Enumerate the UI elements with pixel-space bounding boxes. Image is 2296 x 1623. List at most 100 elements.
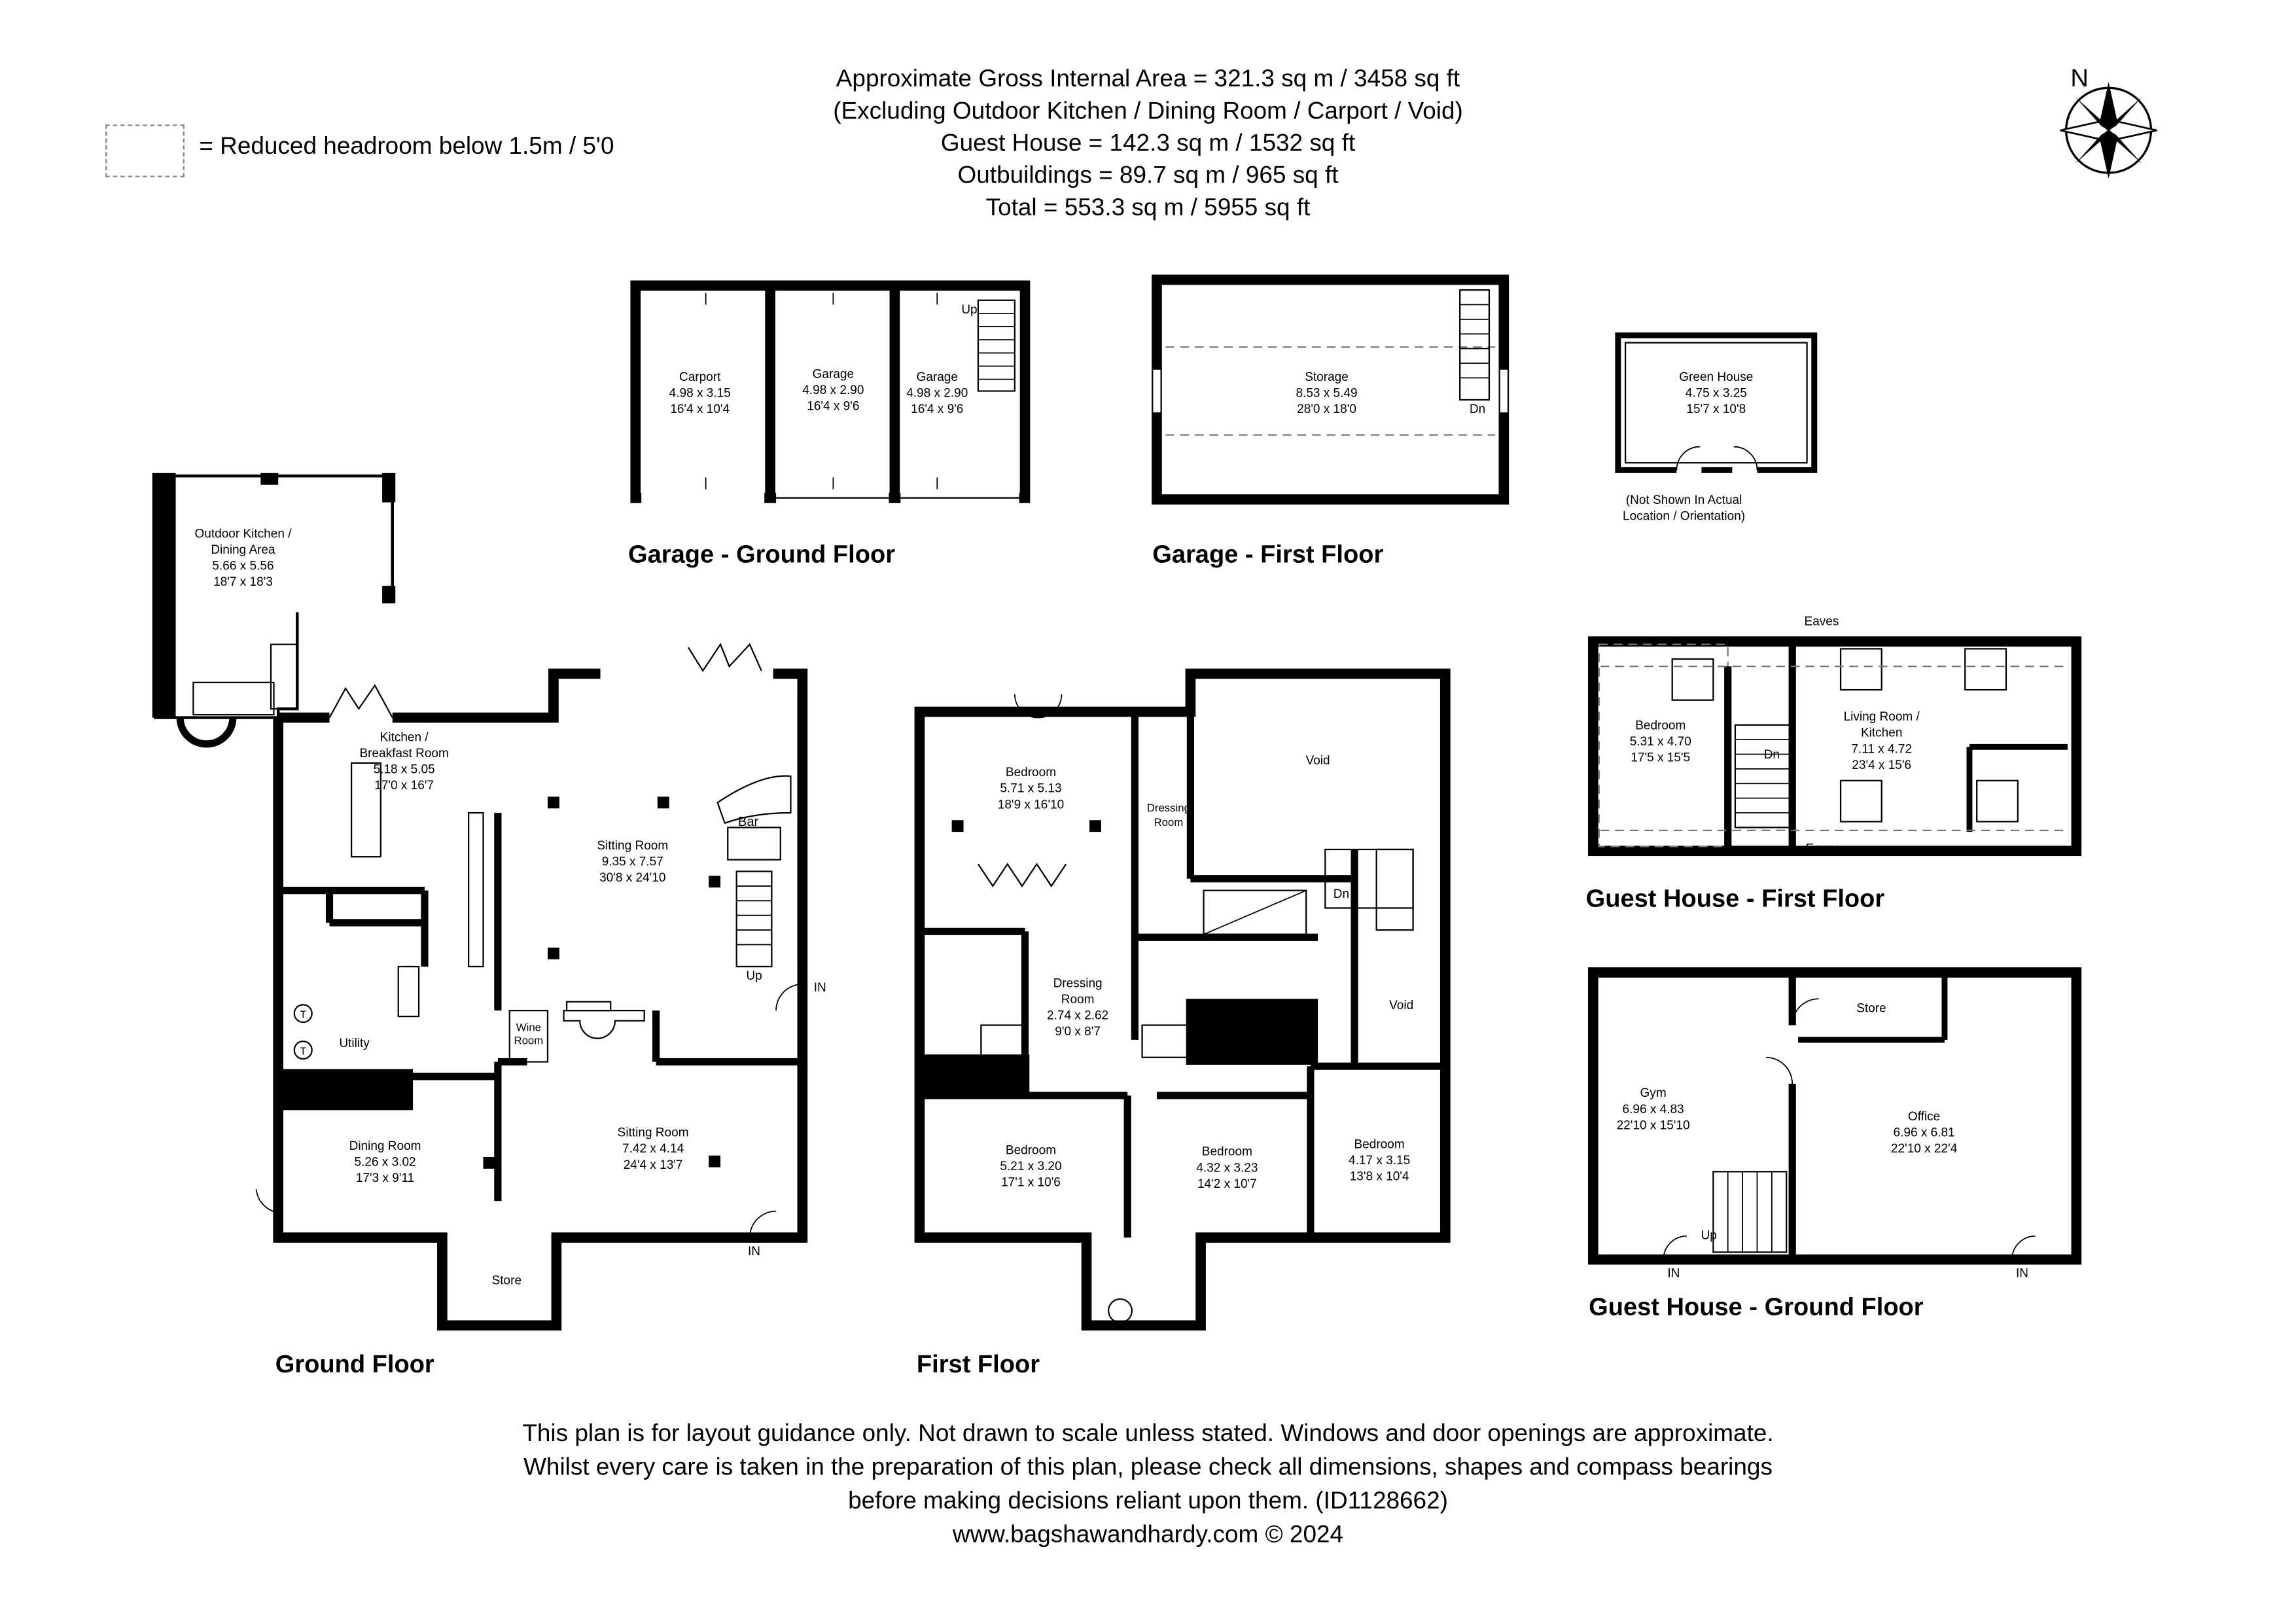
greenhouse-note-1: (Not Shown In Actual <box>1626 493 1742 507</box>
void-label-1: Void <box>1306 754 1330 768</box>
tumble-dryer-t2: T <box>300 1046 306 1057</box>
bedroom-4-imperial: 13'8 x 10'4 <box>1350 1170 1409 1184</box>
garage1-imperial: 16'4 x 9'6 <box>807 400 859 414</box>
kitchen-metric: 5.18 x 5.05 <box>374 763 435 777</box>
outdoor-kitchen-imperial: 18'7 x 18'3 <box>213 575 273 589</box>
guest-stair-up-label: Up <box>1701 1228 1716 1242</box>
garage1-label: Garage <box>813 367 854 381</box>
gym-metric: 6.96 x 4.83 <box>1623 1103 1684 1116</box>
outdoor-kitchen-label-1: Outdoor Kitchen / <box>194 527 292 541</box>
wine-room-label-2: Room <box>514 1035 544 1047</box>
sitting-room-2-label: Sitting Room <box>618 1126 689 1140</box>
bedroom-4-label: Bedroom <box>1354 1138 1405 1152</box>
garage-stair-up-label: Up <box>961 303 977 317</box>
eaves-label-top: Eaves <box>1805 615 1839 629</box>
garage-ground-floor-title: Garage - Ground Floor <box>628 540 896 569</box>
sitting-room-1-metric: 9.35 x 7.57 <box>602 855 663 869</box>
ground-floor-title: Ground Floor <box>275 1350 434 1378</box>
guest-bedroom-label: Bedroom <box>1635 719 1686 732</box>
tumble-dryer-t1: T <box>300 1009 306 1020</box>
dressing-room-2-imperial: 9'0 x 8'7 <box>1055 1025 1101 1039</box>
office-metric: 6.96 x 6.81 <box>1894 1126 1955 1140</box>
dining-room-imperial: 17'3 x 9'11 <box>356 1171 414 1185</box>
storage-metric: 8.53 x 5.49 <box>1296 386 1357 400</box>
guest-living-imperial: 23'4 x 15'6 <box>1852 758 1911 772</box>
office-imperial: 22'10 x 22'4 <box>1891 1142 1958 1156</box>
bedroom-2-metric: 5.21 x 3.20 <box>1000 1160 1061 1173</box>
bedroom-4-metric: 4.17 x 3.15 <box>1349 1154 1410 1168</box>
guest-stair-dn-label: Dn <box>1764 748 1780 762</box>
master-bedroom-metric: 5.71 x 5.13 <box>1000 782 1061 796</box>
outdoor-kitchen-metric: 5.66 x 5.56 <box>212 560 274 573</box>
website-copyright[interactable]: www.bagshawandhardy.com © 2024 <box>952 1522 1344 1548</box>
sitting-room-2-imperial: 24'4 x 13'7 <box>624 1158 683 1172</box>
dressing-room-2-metric: 2.74 x 2.62 <box>1047 1009 1108 1023</box>
bedroom-2-label: Bedroom <box>1006 1143 1056 1157</box>
first-floor-stair-dn-label: Dn <box>1333 887 1349 901</box>
void-label-2: Void <box>1389 999 1413 1012</box>
greenhouse-metric: 4.75 x 3.25 <box>1686 386 1747 400</box>
disclaimer-line-1: This plan is for layout guidance only. N… <box>522 1420 1774 1448</box>
compass-north-label: N <box>2070 64 2089 92</box>
greenhouse-label: Green House <box>1679 370 1753 384</box>
greenhouse-note-2: Location / Orientation) <box>1623 509 1745 523</box>
gross-area-line: Approximate Gross Internal Area = 321.3 … <box>836 65 1460 92</box>
dining-room-label: Dining Room <box>349 1139 421 1153</box>
bedroom-3-imperial: 14'2 x 10'7 <box>1197 1177 1257 1191</box>
guest-house-first-floor-title: Guest House - First Floor <box>1585 884 1885 913</box>
sitting-room-1-label: Sitting Room <box>597 839 668 853</box>
gym-imperial: 22'10 x 15'10 <box>1617 1118 1690 1132</box>
guest-house-ground-floor-plan <box>1588 967 2082 1265</box>
office-entrance-in-label: IN <box>2016 1266 2028 1280</box>
greenhouse-plan <box>1615 332 1818 475</box>
master-bedroom-label: Bedroom <box>1006 766 1056 779</box>
guest-living-label-1: Living Room / <box>1844 710 1920 724</box>
compass-rose-icon <box>2060 82 2157 179</box>
guest-bedroom-metric: 5.31 x 4.70 <box>1630 735 1691 749</box>
guest-bedroom-imperial: 17'5 x 15'5 <box>1631 751 1690 765</box>
garage-first-floor-plan <box>1152 274 1510 505</box>
utility-label: Utility <box>339 1037 370 1050</box>
greenhouse-imperial: 15'7 x 10'8 <box>1686 402 1746 416</box>
eaves-label-bottom: Eaves <box>1806 842 1841 855</box>
disclaimer-line-3: before making decisions reliant upon the… <box>848 1488 1448 1514</box>
total-area: Total = 553.3 sq m / 5955 sq ft <box>985 194 1311 221</box>
kitchen-label-1: Kitchen / <box>380 730 429 744</box>
dressing-room-2-label-2: Room <box>1061 993 1095 1007</box>
wine-room-label-1: Wine <box>516 1021 541 1033</box>
dressing-room-1-label-1: Dressing <box>1147 802 1190 814</box>
garage-first-floor-title: Garage - First Floor <box>1152 540 1384 569</box>
garage2-label: Garage <box>917 370 958 384</box>
reduced-headroom-legend: = Reduced headroom below 1.5m / 5'0 <box>199 133 614 160</box>
outdoor-kitchen-label-2: Dining Area <box>211 543 275 557</box>
dressing-room-1-label-2: Room <box>1154 816 1183 829</box>
entrance-in-label-south: IN <box>748 1245 760 1258</box>
carport-metric: 4.98 x 3.15 <box>669 386 731 400</box>
kitchen-imperial: 17'0 x 16'7 <box>374 779 434 793</box>
store-label-ground: Store <box>492 1274 521 1288</box>
storage-label: Storage <box>1305 370 1349 384</box>
ground-floor-plan <box>152 473 808 1331</box>
guest-store-label: Store <box>1856 1001 1886 1015</box>
bar-label: Bar <box>738 815 759 829</box>
sitting-room-2-metric: 7.42 x 4.14 <box>622 1142 684 1156</box>
outbuildings-area: Outbuildings = 89.7 sq m / 965 sq ft <box>957 162 1339 189</box>
guest-house-first-floor-plan <box>1588 636 2082 857</box>
guest-living-metric: 7.11 x 4.72 <box>1851 742 1912 756</box>
dressing-room-2-label-1: Dressing <box>1053 976 1103 990</box>
carport-imperial: 16'4 x 10'4 <box>670 402 730 416</box>
kitchen-label-2: Breakfast Room <box>359 747 448 760</box>
garage1-metric: 4.98 x 2.90 <box>802 383 864 397</box>
garage-ground-floor-plan <box>630 280 1031 505</box>
carport-label: Carport <box>679 370 721 384</box>
first-floor-title: First Floor <box>916 1350 1040 1378</box>
bedroom-2-imperial: 17'1 x 10'6 <box>1001 1176 1061 1190</box>
first-floor-plan <box>914 668 1451 1331</box>
bedroom-3-label: Bedroom <box>1202 1145 1252 1159</box>
bedroom-3-metric: 4.32 x 3.23 <box>1196 1161 1258 1175</box>
guest-house-area: Guest House = 142.3 sq m / 1532 sq ft <box>940 130 1356 157</box>
master-bedroom-imperial: 18'9 x 16'10 <box>998 798 1064 812</box>
gym-entrance-in-label: IN <box>1667 1266 1680 1280</box>
guest-house-ground-floor-title: Guest House - Ground Floor <box>1589 1293 1924 1321</box>
